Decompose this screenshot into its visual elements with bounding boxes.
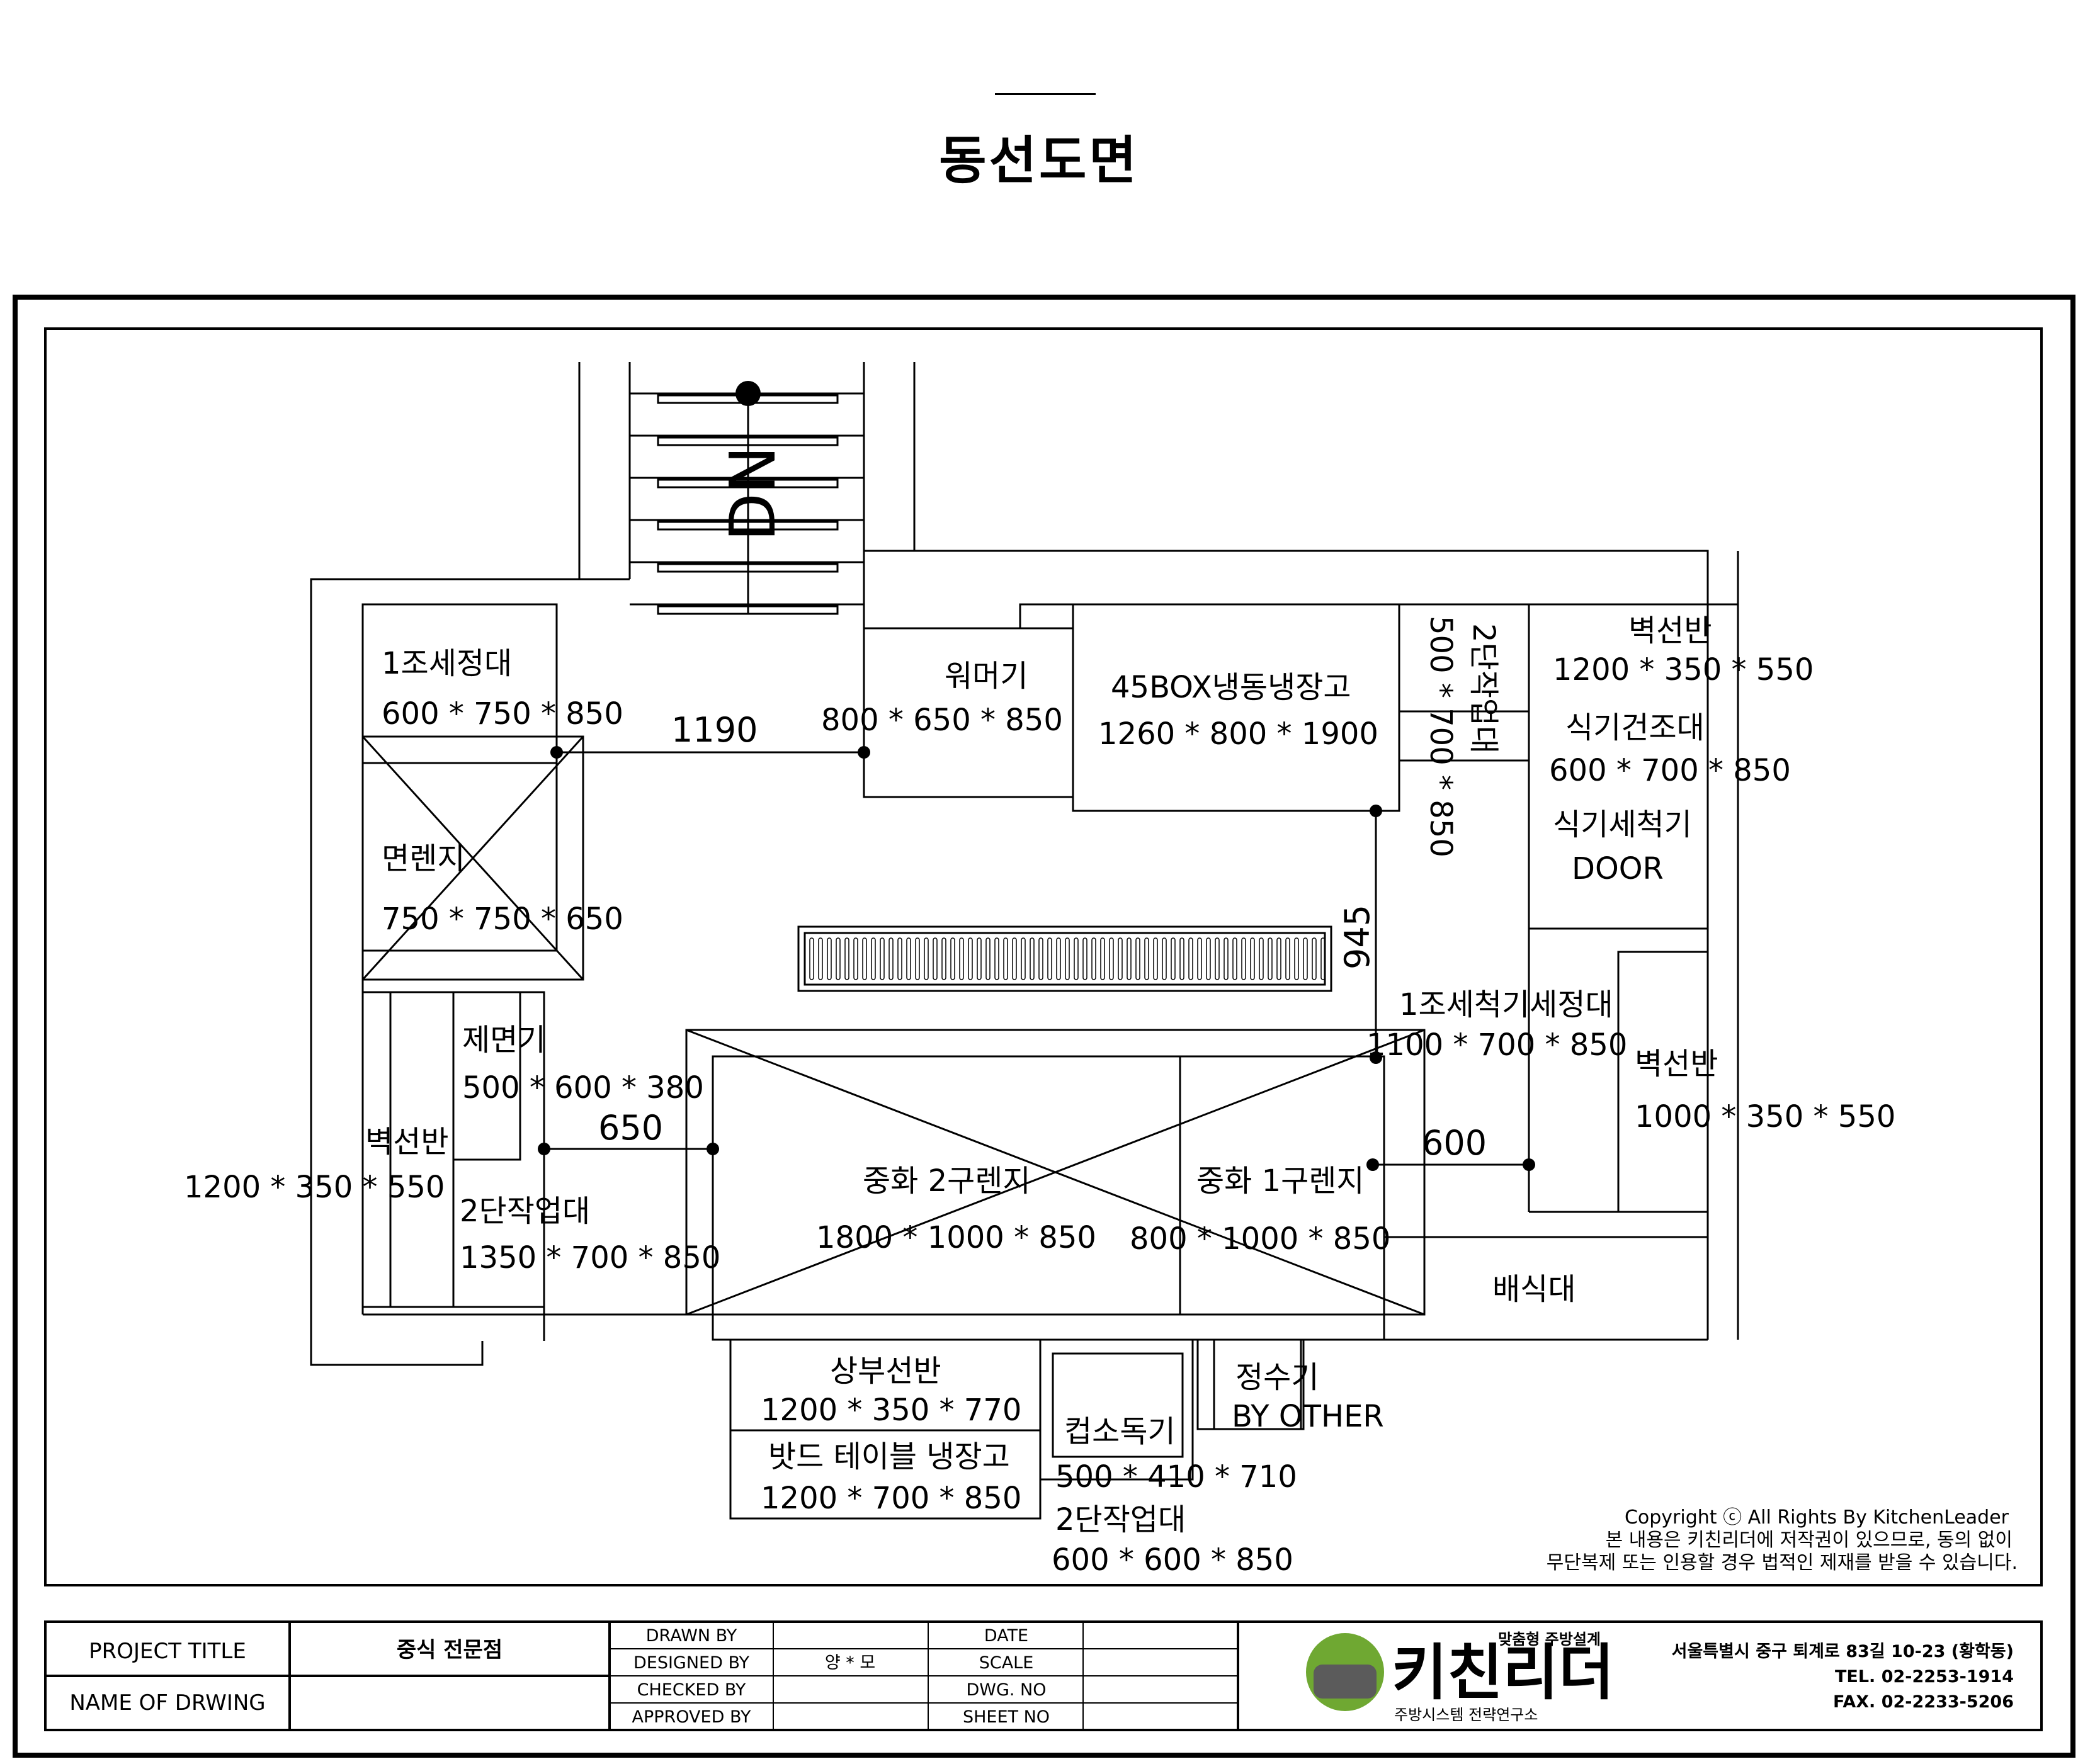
logo-subtitle: 주방시스템 전략연구소	[1394, 1706, 1538, 1724]
equip-8-name: 식기세척기	[1553, 807, 1692, 842]
equip-10-name: 벽선반	[1635, 1046, 1718, 1082]
designed-by-label: DESIGNED BY	[633, 1653, 750, 1673]
equip-4-name: 45BOX냉동냉장고	[1111, 670, 1351, 705]
drawing-frame	[44, 327, 2043, 1586]
equip-14-size: 1800 * 1000 * 850	[816, 1220, 1096, 1255]
equip-6-size: 1200 * 350 * 550	[1553, 652, 1814, 687]
equip-2-size: 750 * 750 * 650	[382, 902, 623, 937]
outer-frame	[13, 295, 2075, 1758]
project-title-value: 중식 전문점	[397, 1637, 502, 1663]
equip-19-size: 500 * 410 * 710	[1055, 1459, 1297, 1495]
project-title-label: PROJECT TITLE	[89, 1639, 246, 1664]
equip-10-size: 1000 * 350 * 550	[1635, 1099, 1895, 1134]
date-label: DATE	[984, 1626, 1028, 1646]
equip-1-size: 600 * 750 * 850	[382, 696, 623, 732]
equip-13-name: 2단작업대	[460, 1194, 590, 1229]
copyright-line-3: 무단복제 또는 인용할 경우 법적인 제재를 받을 수 있습니다.	[1547, 1552, 2018, 1574]
checked-by-label: CHECKED BY	[637, 1680, 746, 1700]
equip-4-size: 1260 * 800 * 1900	[1098, 716, 1378, 752]
copyright-line-2: 본 내용은 키친리더에 저작권이 있으므로, 동의 없이	[1606, 1529, 2013, 1551]
drawn-by-label: DRAWN BY	[646, 1626, 737, 1646]
company-address: 서울특별시 중구 퇴계로 83길 10-23 (황학동)	[1672, 1642, 2014, 1661]
equip-8-size: DOOR	[1572, 851, 1664, 886]
title-rule	[995, 93, 1096, 95]
equip-2-name: 면렌지	[382, 841, 465, 876]
company-tel: TEL. 02-2253-1914	[1835, 1667, 2014, 1687]
kitchenleader-logo: 키친리더 맞춤형 주방설계 주방시스템 전략연구소	[1306, 1631, 1614, 1724]
logo-tagline: 맞춤형 주방설계	[1498, 1631, 1601, 1648]
floor-drain-grate	[809, 937, 1326, 980]
stairs-label: DN	[716, 446, 790, 541]
equip-7-size: 600 * 700 * 850	[1549, 753, 1791, 788]
equip-21-size: 600 * 600 * 850	[1052, 1542, 1293, 1578]
equip-14-name: 중화 2구렌지	[863, 1163, 1031, 1199]
sheet-no-label: SHEET NO	[963, 1707, 1050, 1727]
plan-linework	[310, 362, 1739, 1520]
equip-3-size: 800 * 650 * 850	[821, 703, 1063, 738]
equip-5-size: 500 * 700 * 850	[1423, 616, 1458, 857]
dim-600: 600	[1422, 1123, 1487, 1163]
scale-label: SCALE	[979, 1653, 1034, 1673]
equip-12-size: 1200 * 350 * 550	[184, 1170, 445, 1205]
dim-1190: 1190	[671, 710, 758, 750]
equip-20-name: 정수기	[1235, 1360, 1319, 1395]
equip-15-size: 800 * 1000 * 850	[1130, 1221, 1390, 1257]
equip-21-name: 2단작업대	[1055, 1502, 1186, 1537]
equip-11-name: 제면기	[462, 1022, 545, 1058]
equip-18-name: 밧드 테이블 냉장고	[768, 1439, 1010, 1474]
equip-19-name: 컵소독기	[1064, 1414, 1176, 1449]
dimension-dots	[538, 381, 1535, 1171]
copyright-line-1: Copyright ⓒ All Rights By KitchenLeader	[1625, 1507, 2009, 1529]
logo-emblem-shadow	[1314, 1665, 1377, 1699]
equip-7-name: 식기건조대	[1565, 710, 1705, 745]
dim-945: 945	[1337, 905, 1377, 970]
equip-12-name: 벽선반	[365, 1124, 448, 1160]
designed-by-value: 양 * 모	[825, 1653, 875, 1673]
equip-6-name: 벽선반	[1628, 613, 1712, 648]
equip-13-size: 1350 * 700 * 850	[460, 1240, 720, 1275]
dwg-no-label: DWG. NO	[966, 1680, 1046, 1700]
equip-18-size: 1200 * 700 * 850	[761, 1481, 1021, 1516]
company-fax: FAX. 02-2233-5206	[1833, 1692, 2014, 1712]
equip-17-size: 1200 * 350 * 770	[761, 1393, 1021, 1428]
equip-1-name: 1조세정대	[382, 646, 512, 681]
name-of-drawing-label: NAME OF DRWING	[69, 1690, 265, 1716]
page-title: 동선도면	[939, 131, 1139, 191]
equip-9-size: 1100 * 700 * 850	[1366, 1027, 1627, 1063]
equip-9-name: 1조세척기세정대	[1399, 987, 1613, 1022]
equip-17-name: 상부선반	[830, 1354, 941, 1389]
equip-16-name: 배식대	[1492, 1272, 1576, 1307]
equip-11-size: 500 * 600 * 380	[462, 1070, 704, 1105]
title-block	[44, 1620, 2043, 1731]
equip-15-name: 중화 1구렌지	[1196, 1163, 1365, 1199]
logo-text: 키친리더	[1392, 1637, 1614, 1708]
equip-3-name: 워머기	[945, 659, 1028, 694]
dim-650: 650	[598, 1108, 663, 1148]
equip-5-name: 2단작업대	[1466, 623, 1501, 754]
approved-by-label: APPROVED BY	[632, 1707, 751, 1727]
equip-20-size: BY OTHER	[1232, 1399, 1384, 1434]
